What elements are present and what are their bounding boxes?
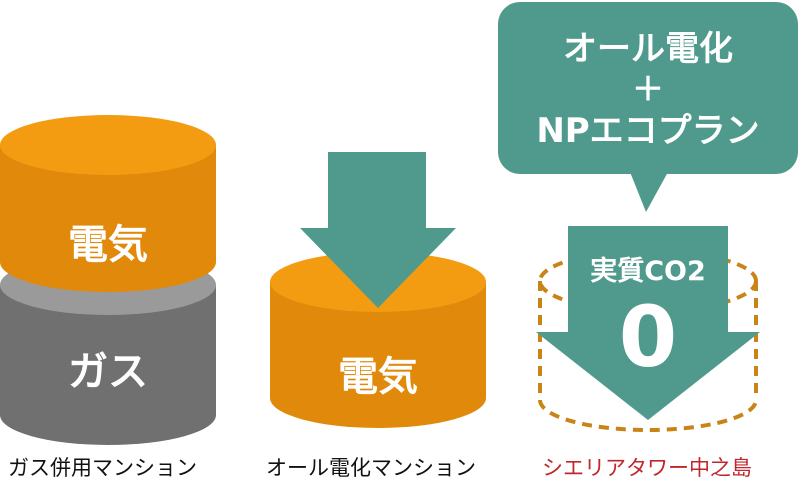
electric-layer-label: 電気	[68, 222, 148, 268]
gas-layer-label: ガス	[68, 349, 148, 395]
caption-gas-mansion: ガス併用マンション	[8, 456, 197, 480]
all-electric-layer-label: 電気	[338, 354, 418, 400]
callout-line-1: オール電化	[563, 29, 733, 69]
all-electric-cylinder: 電気	[270, 252, 486, 428]
callout-bubble: オール電化 ＋ NPエコプラン	[498, 2, 798, 212]
dashed-cylinder-outline	[538, 249, 758, 432]
caption-sierra-tower: シエリアタワー中之島	[542, 456, 752, 480]
reduction-arrow	[300, 152, 456, 308]
co2-value: 0	[619, 288, 677, 386]
gas-electric-cylinder-stack: ガス 電気	[0, 115, 216, 445]
zero-co2-arrow: 実質CO2 0	[536, 226, 760, 420]
callout-line-2: ＋	[632, 70, 664, 108]
caption-all-electric-mansion: オール電化マンション	[266, 456, 476, 480]
co2-label: 実質CO2	[590, 255, 706, 287]
electric-cylinder: 電気	[0, 115, 216, 292]
callout-line-3: NPエコプラン	[536, 111, 759, 151]
